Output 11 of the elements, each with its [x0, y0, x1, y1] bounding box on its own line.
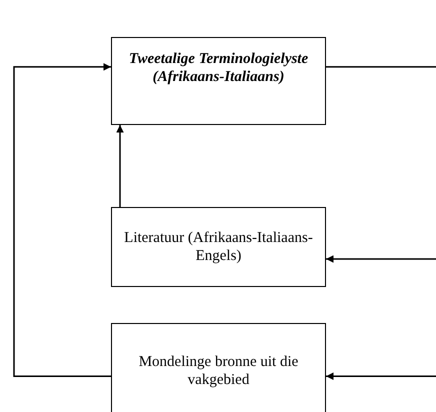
arrow [326, 255, 436, 263]
box-text: Mondelinge bronne uit die vakgebied [138, 352, 300, 388]
process-box [111, 323, 326, 412]
arrow [326, 372, 436, 380]
arrow [13, 63, 111, 377]
process-box [111, 207, 326, 287]
connector-line [326, 66, 436, 68]
box-text: Literatuur (Afrikaans-Italiaans-Engels) [123, 229, 314, 265]
process-box [111, 37, 326, 125]
box-text: Tweetalige Terminologielyste (Afrikaans-Italiaans) [128, 50, 310, 86]
arrow [116, 125, 124, 207]
